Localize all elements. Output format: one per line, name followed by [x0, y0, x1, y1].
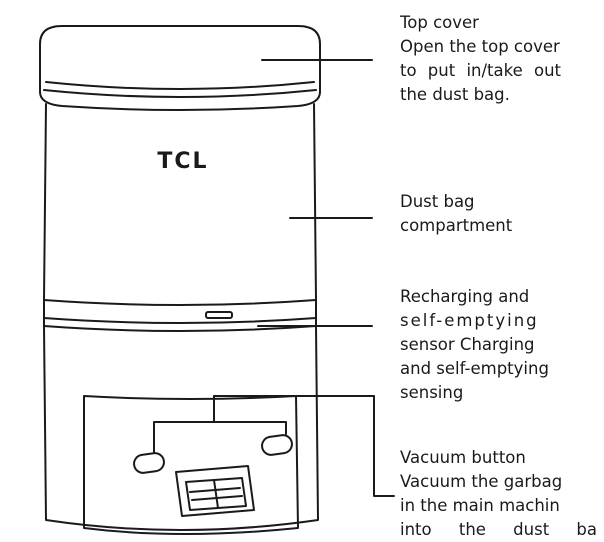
sensor-window	[205, 311, 233, 319]
callout-sensor: Recharging and self-emptying sensor Char…	[400, 285, 549, 405]
callout-dust-bag: Dust bag compartment	[400, 190, 512, 238]
callout-line: Dust bag	[400, 192, 475, 211]
callout-line: sensor Charging	[400, 335, 535, 354]
callout-line: and self-emptying	[400, 359, 549, 378]
callout-description-line: to put in/take out	[400, 61, 562, 80]
brand-logo: TCL	[157, 149, 208, 174]
callout-line: sensing	[400, 383, 464, 402]
vacuum-button-leader	[213, 395, 395, 497]
callout-description-line: the dust bag.	[400, 85, 510, 104]
callout-top-cover: Top cover Open the top cover to put in/t…	[400, 11, 561, 107]
left-charging-contact	[133, 452, 165, 474]
base-illustration	[43, 325, 319, 531]
sensor-band-illustration	[43, 299, 317, 332]
right-charging-contact	[261, 434, 293, 456]
dust-bag-compartment-illustration	[43, 103, 317, 306]
charging-contacts-illustration	[133, 395, 293, 474]
top-cover-illustration	[39, 25, 321, 111]
callout-leaders	[213, 59, 395, 497]
docking-panel-illustration	[83, 395, 299, 535]
callout-line: compartment	[400, 216, 513, 235]
callout-line: Recharging and	[400, 287, 530, 306]
callout-description-line: Open the top cover	[400, 37, 560, 56]
callout-title: Top cover	[400, 13, 479, 32]
callout-vacuum-button: Vacuum button Vacuum the garbag in the m…	[400, 446, 597, 542]
callout-title: Vacuum button	[400, 448, 526, 467]
callout-line: self-emptying	[400, 311, 539, 330]
callout-description-line: into the dust ba	[400, 520, 598, 539]
callout-description-line: in the main machin	[400, 496, 560, 515]
callout-description-line: Vacuum the garbag	[400, 472, 563, 491]
vacuum-inlet-illustration	[175, 465, 255, 517]
